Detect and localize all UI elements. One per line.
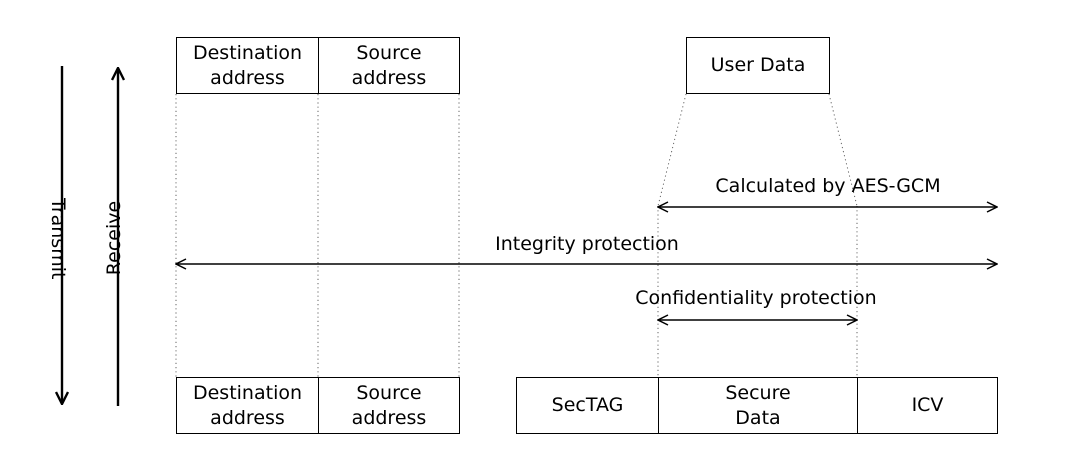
bottom-destination-line1: Destination [192, 381, 303, 404]
bottom-destination-line2: address [210, 406, 285, 429]
sectag-label: SecTAG [551, 394, 624, 416]
secure-data-box: Secure Data [658, 377, 858, 434]
secure-data-line1: Secure [725, 381, 791, 404]
integrity-label: Integrity protection [495, 233, 679, 255]
secure-data-line2: Data [735, 406, 781, 429]
top-destination-line1: Destination [192, 41, 303, 64]
receive-label: Receive [103, 200, 125, 276]
user-data-box: User Data [686, 37, 830, 94]
icv-box: ICV [857, 377, 998, 434]
icv-label: ICV [911, 394, 944, 416]
bottom-source-line1: Source [356, 381, 422, 404]
sectag-box: SecTAG [516, 377, 659, 434]
bottom-destination-address-box: Destination address [176, 377, 319, 434]
top-source-line2: address [351, 66, 427, 89]
top-source-line1: Source [356, 41, 422, 64]
top-destination-address-box: Destination address [176, 37, 319, 94]
bottom-source-line2: address [351, 406, 427, 429]
confidentiality-label: Confidentiality protection [635, 287, 877, 309]
user-data-label: User Data [710, 54, 806, 76]
bottom-source-address-box: Source address [318, 377, 460, 434]
top-destination-line2: address [210, 66, 285, 89]
transmit-label: Transmit [47, 198, 69, 280]
top-source-address-box: Source address [318, 37, 460, 94]
aes-gcm-label: Calculated by AES-GCM [715, 175, 941, 197]
